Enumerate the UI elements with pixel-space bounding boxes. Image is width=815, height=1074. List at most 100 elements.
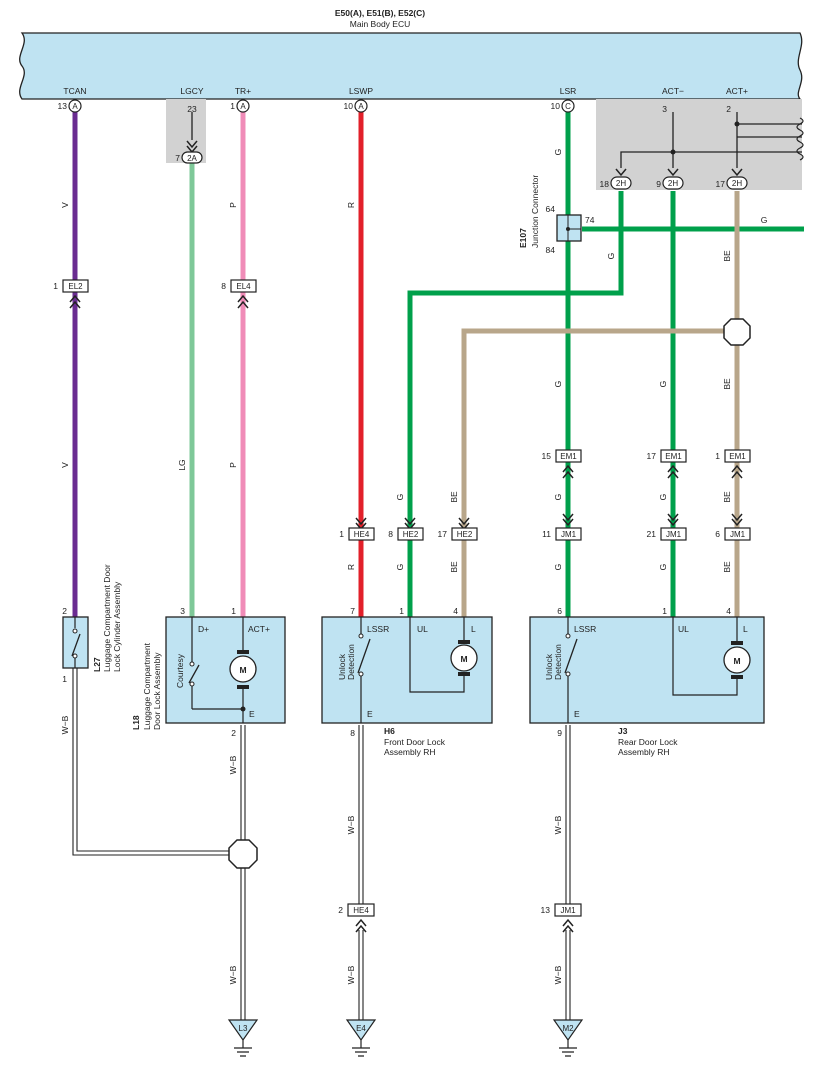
conn-el4-badge [230, 279, 257, 293]
wire-label-g-lsr-4: G [553, 564, 563, 571]
conn-2a-pin: 7 [175, 153, 180, 163]
h6-motor-brush-top [458, 640, 470, 644]
wire-label-be-front-1: BE [449, 491, 459, 503]
h6-pin-l: 4 [453, 606, 458, 616]
conn-el4-name: EL4 [236, 282, 251, 291]
conn-2a-name: 2A [187, 154, 197, 163]
ecu-pin-circle-lsr [561, 99, 575, 113]
conn-jm1-13-pin: 13 [541, 905, 551, 915]
ecu-pin-conn-trp: A [240, 102, 246, 111]
l18-motor-brush-bottom [237, 685, 249, 689]
arrow-jm1-11 [562, 513, 574, 527]
l27-switch-blade [71, 633, 81, 657]
arrow-em1-17 [667, 464, 679, 479]
component-l27: 2 1 L27 Luggage Compartment Door Lock Cy… [62, 564, 122, 684]
wire-label-be-front-2: BE [449, 561, 459, 573]
wire-be-front-l [461, 328, 737, 617]
arrow-em1-1 [731, 464, 743, 479]
wire-label-p-2: P [228, 462, 238, 468]
wire-g-front-ul [407, 191, 624, 617]
h6-motor-brush-bottom [458, 672, 470, 676]
ecu-pin-circle-tcan [68, 99, 82, 113]
conn-he4-2-name: HE4 [353, 906, 369, 915]
conn-el2-name: EL2 [68, 282, 83, 291]
ecu-pin-badges: 13 A 23 1 A 10 A 10 C 3 2 [58, 99, 731, 114]
ecu-pin-num-act-plus: 2 [726, 104, 731, 114]
conn-em1-17-name: EM1 [665, 452, 682, 461]
splice-ground [228, 839, 258, 869]
conn-em1-1-pin: 1 [715, 451, 720, 461]
conn-2h-17-badge [726, 176, 748, 190]
junction-id: E107 [518, 228, 528, 248]
l18-switch-contact-top [189, 661, 195, 667]
conn-he2-g-pin: 8 [388, 529, 393, 539]
wire-color-labels: V V LG P P R R G G BE BE G G G G G G G G… [60, 149, 767, 985]
conn-he4-name: HE4 [354, 530, 370, 539]
conn-em1-17-pin: 17 [647, 451, 657, 461]
conn-2h-17-pin: 17 [716, 179, 726, 189]
ecu-pin-num-lswp: 10 [344, 101, 354, 111]
h6-switch-contact-bottom [358, 671, 364, 677]
conn-he2-g-name: HE2 [403, 530, 419, 539]
ecu-pin-label-trp: TR+ [235, 86, 251, 96]
ecu-pin-num-tcan: 13 [58, 101, 68, 111]
j3-term-e: E [574, 709, 580, 719]
h6-term-ul: UL [417, 624, 428, 634]
j3-switch-line2: Detection [553, 644, 563, 680]
break-mark-right [796, 117, 804, 161]
l18-name-line1: Luggage Compartment [142, 642, 152, 730]
j3-name-line1: Rear Door Lock [618, 737, 678, 747]
conn-el4-pin: 8 [221, 281, 226, 291]
wire-label-v-1: V [60, 202, 70, 208]
l18-switch-contact-bottom [189, 681, 195, 687]
l27-name-line2: Lock Cylinder Assembly [112, 581, 122, 672]
conn-2h-18-badge [610, 176, 632, 190]
l18-motor-label: M [239, 665, 246, 675]
ground-m2-label: M2 [562, 1024, 574, 1033]
arrow-2h-17 [731, 168, 743, 177]
h6-switch-blade [357, 638, 371, 674]
wire-label-g-front-2: G [395, 564, 405, 571]
l18-name-line2: Door Lock Assembly [152, 652, 162, 730]
ecu-connector-ids: E50(A), E51(B), E52(C) [335, 8, 425, 18]
ground-l3-label: L3 [239, 1024, 248, 1033]
conn-he2-g-badge [397, 527, 424, 541]
j3-term-lssr: LSSR [574, 624, 596, 634]
j3-switch-line1: Unlock [544, 653, 554, 680]
l27-pin-bottom: 1 [62, 674, 67, 684]
ground-wire-l27-b [76, 668, 231, 852]
j3-pin-lssr: 6 [557, 606, 562, 616]
arrow-el2 [69, 294, 81, 309]
conn-jm1-21-name: JM1 [666, 530, 682, 539]
conn-jm1-11-badge [555, 527, 582, 541]
connector-2a: 7 2A [175, 140, 203, 164]
conn-he4-2-pin: 2 [338, 905, 343, 915]
l18-junction-dot [240, 706, 246, 712]
l18-pin-dplus: 3 [180, 606, 185, 616]
h6-switch-line1: Unlock [337, 653, 347, 680]
j3-motor-icon [723, 646, 751, 674]
junction-connector-e107: 64 74 84 E107 Junction Connector [518, 175, 595, 255]
wire-label-g-lsr-3: G [553, 494, 563, 501]
ecu-body [19, 32, 803, 100]
wire-label-wb-j3-1: W−B [553, 815, 563, 834]
junction-body [556, 214, 582, 242]
inline-connectors: EL2 1 EL4 8 HE4 1 HE2 8 HE2 17 EM1 15 EM… [53, 279, 751, 541]
wire-label-be-rear-4: BE [722, 561, 732, 573]
conn-2h-18-pin: 18 [600, 179, 610, 189]
ecu-pin-num-lgcy: 23 [187, 104, 197, 114]
l18-term-e: E [249, 709, 255, 719]
junction-pin-84: 84 [546, 245, 556, 255]
gray-region-act [596, 99, 802, 190]
junction-dot [566, 227, 570, 231]
wire-label-wb-l18-1: W−B [228, 755, 238, 774]
j3-line-ul-motor [672, 617, 738, 696]
j3-switch-blade [564, 638, 578, 674]
wire-label-lg: LG [177, 459, 187, 470]
conn-2h-17-name: 2H [732, 179, 742, 188]
h6-id: H6 [384, 726, 395, 736]
l18-body [165, 616, 286, 724]
j3-id: J3 [618, 726, 628, 736]
wire-label-v-2: V [60, 462, 70, 468]
